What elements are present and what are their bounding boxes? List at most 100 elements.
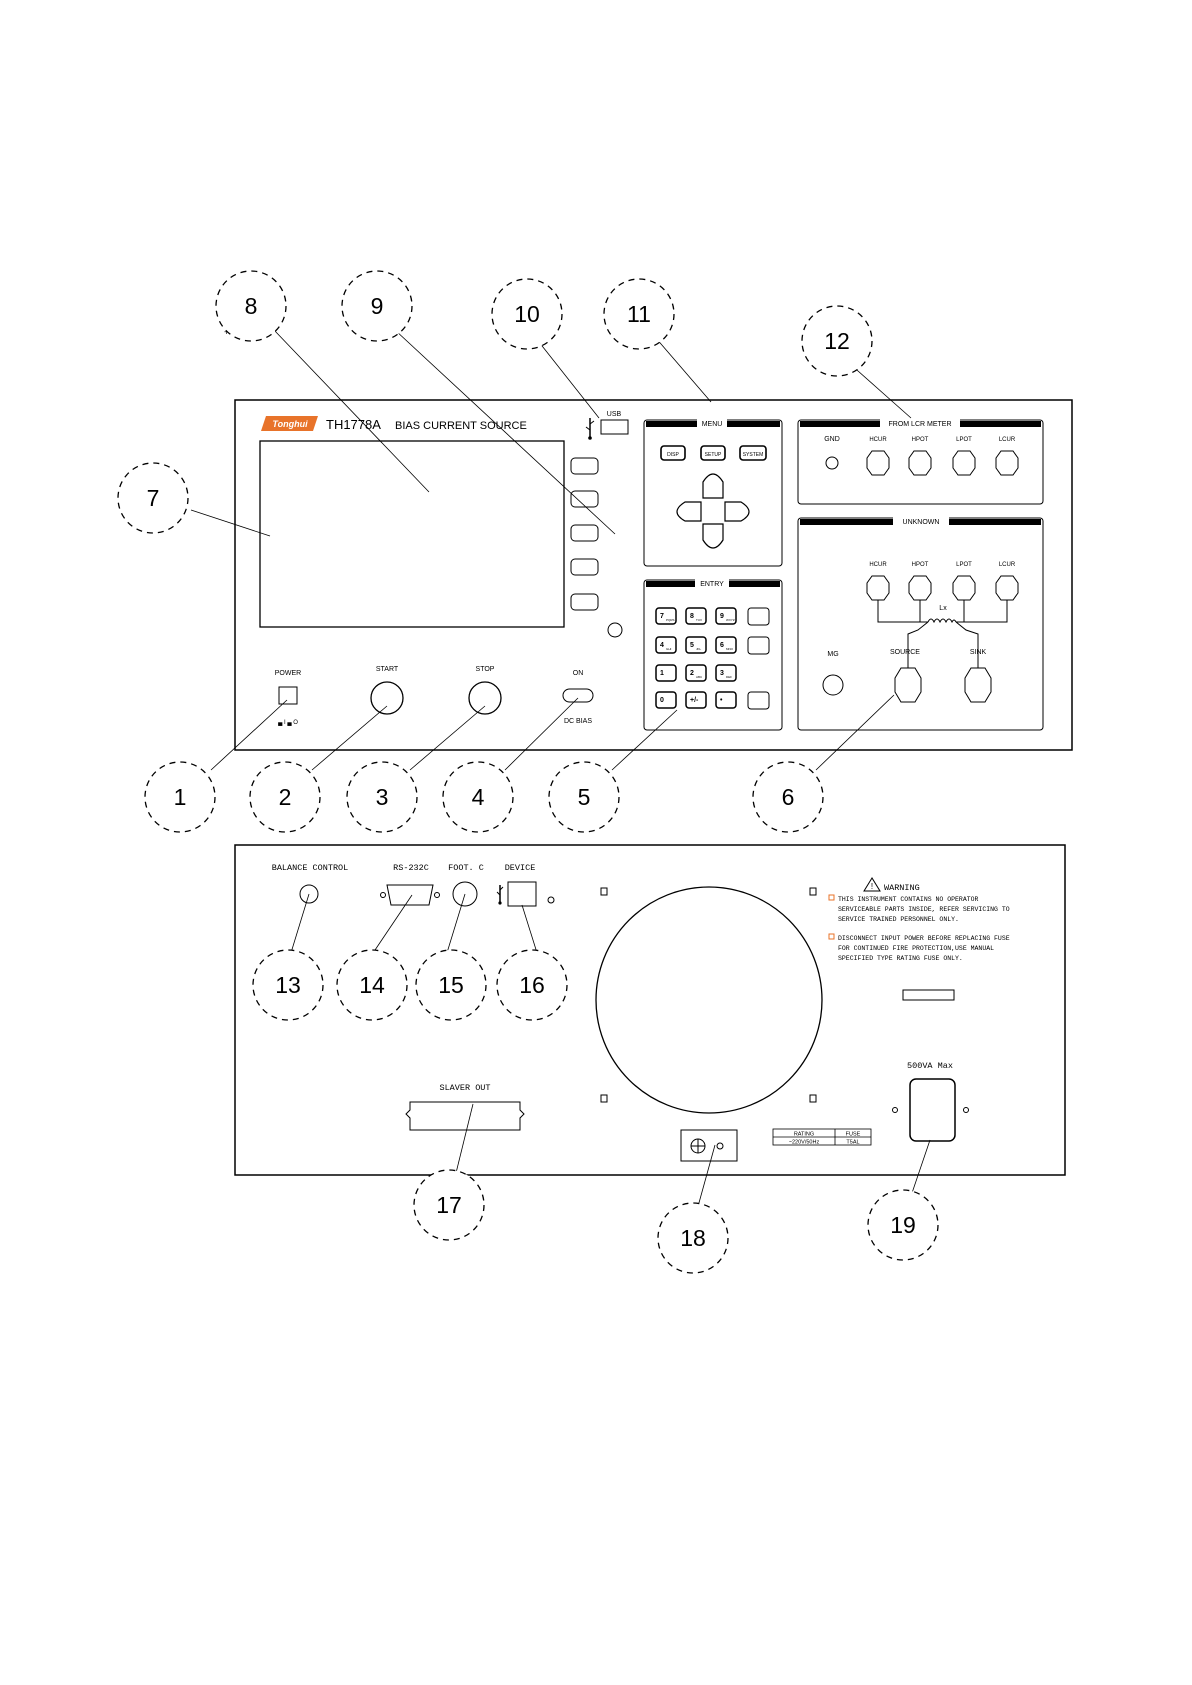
foot-label: FOOT. C	[448, 863, 484, 873]
warning-line-2: SERVICEABLE PARTS INSIDE, REFER SERVICIN…	[838, 906, 1010, 913]
soft-key-5[interactable]	[570, 593, 599, 611]
callout-number: 14	[359, 972, 385, 998]
warning-title: WARNING	[884, 883, 920, 893]
round-key[interactable]	[607, 622, 623, 638]
mg-terminal[interactable]	[822, 674, 844, 696]
title-label: BIAS CURRENT SOURCE	[395, 420, 527, 432]
unknown-block: UNKNOWN HCUR HPOT LPOT LCUR Lx MG SOURCE…	[797, 516, 1044, 731]
slaver-out-port[interactable]	[405, 1101, 525, 1131]
hcur-terminal[interactable]	[866, 450, 890, 476]
soft-keys	[570, 457, 623, 638]
keypad-key-sublabel: WXYZ	[726, 618, 735, 622]
setup-key[interactable]	[700, 445, 726, 461]
keypad-key-11[interactable]: +/-	[685, 691, 707, 709]
callout-number: 3	[376, 784, 389, 810]
callout-number: 10	[514, 301, 540, 327]
lcur-label: LCUR	[999, 437, 1016, 443]
device-usb-icon	[496, 885, 504, 905]
power-inlet[interactable]	[909, 1078, 956, 1142]
system-key[interactable]	[739, 445, 767, 461]
u-lcur-terminal[interactable]	[995, 575, 1019, 601]
hpot-label: HPOT	[912, 437, 929, 443]
callout-number: 17	[436, 1192, 462, 1218]
soft-key-2[interactable]	[570, 490, 599, 508]
ground-terminal-plate	[680, 1129, 738, 1162]
soft-key-3[interactable]	[570, 524, 599, 542]
svg-text:!: !	[871, 882, 873, 891]
arrow-left-key[interactable]	[676, 501, 702, 522]
callout-number: 6	[782, 784, 795, 810]
keypad-blank-key-1[interactable]	[747, 607, 770, 626]
foot-switch-port[interactable]	[452, 881, 478, 907]
arrow-down-key[interactable]	[702, 523, 724, 549]
warning-line-6: SPECIFIED TYPE RATING FUSE ONLY.	[838, 955, 963, 962]
dc-bias-button[interactable]	[562, 688, 594, 703]
source-label: SOURCE	[890, 649, 920, 656]
dc-bias-label: DC BIAS	[564, 718, 592, 725]
source-terminal[interactable]	[894, 667, 922, 703]
callout-number: 4	[472, 784, 485, 810]
callout-19: 19	[867, 1189, 939, 1261]
start-button[interactable]	[370, 681, 404, 715]
gnd-terminal[interactable]	[825, 456, 839, 470]
callout-number: 7	[147, 485, 160, 511]
rs232c-label: RS-232C	[393, 863, 429, 873]
callout-number: 1	[174, 784, 187, 810]
hpot-terminal[interactable]	[908, 450, 932, 476]
keypad-key-10[interactable]: 0	[655, 691, 677, 709]
keypad-key-7[interactable]: 1	[655, 664, 677, 682]
callout-number: 8	[245, 293, 258, 319]
power-switch[interactable]	[278, 686, 298, 705]
soft-key-4[interactable]	[570, 558, 599, 576]
callout-number: 9	[371, 293, 384, 319]
keypad-key-sublabel: TUV	[696, 618, 702, 622]
keypad-key-label: 9	[720, 613, 724, 620]
keypad-key-12[interactable]: •	[715, 691, 737, 709]
device-label: DEVICE	[505, 863, 536, 873]
rs232c-port[interactable]	[386, 884, 434, 906]
arrow-up-key[interactable]	[702, 473, 724, 499]
entry-title: ENTRY	[700, 581, 724, 588]
u-hcur-label: HCUR	[869, 562, 887, 568]
callout-13: 13	[252, 949, 324, 1021]
soft-key-1[interactable]	[570, 457, 599, 475]
u-lpot-label: LPOT	[956, 562, 972, 568]
from-lcr-title: FROM LCR METER	[889, 421, 952, 428]
keypad-blank-key-2[interactable]	[747, 636, 770, 655]
disp-key[interactable]	[660, 445, 686, 461]
device-usb-port[interactable]	[507, 881, 537, 907]
balance-control-knob[interactable]	[299, 884, 319, 904]
callout-number: 12	[824, 328, 850, 354]
usb-icon	[585, 418, 595, 440]
u-lpot-terminal[interactable]	[952, 575, 976, 601]
sink-terminal[interactable]	[964, 667, 992, 703]
lcur-terminal[interactable]	[995, 450, 1019, 476]
usb-port[interactable]: USB	[600, 411, 629, 435]
stop-button[interactable]	[468, 681, 502, 715]
fuse-header: FUSE	[846, 1132, 861, 1138]
callout-9: 9	[341, 270, 413, 342]
keypad-key-sublabel: DEF	[726, 675, 732, 679]
callout-10: 10	[491, 278, 563, 350]
power-symbols: ▄ I ▄ O	[278, 720, 298, 726]
callout-number: 15	[438, 972, 464, 998]
lx-label: Lx	[939, 605, 947, 612]
from-lcr-block: FROM LCR METER GND HCUR HPOT LPOT LCUR	[797, 418, 1044, 505]
keypad-key-label: 3	[720, 670, 724, 677]
keypad-key-label: 7	[660, 613, 664, 620]
arrow-right-key[interactable]	[724, 501, 750, 522]
u-hcur-terminal[interactable]	[866, 575, 890, 601]
lpot-terminal[interactable]	[952, 450, 976, 476]
lx-circuit	[877, 600, 1008, 668]
keypad-blank-key-3[interactable]	[747, 691, 770, 710]
u-hpot-terminal[interactable]	[908, 575, 932, 601]
